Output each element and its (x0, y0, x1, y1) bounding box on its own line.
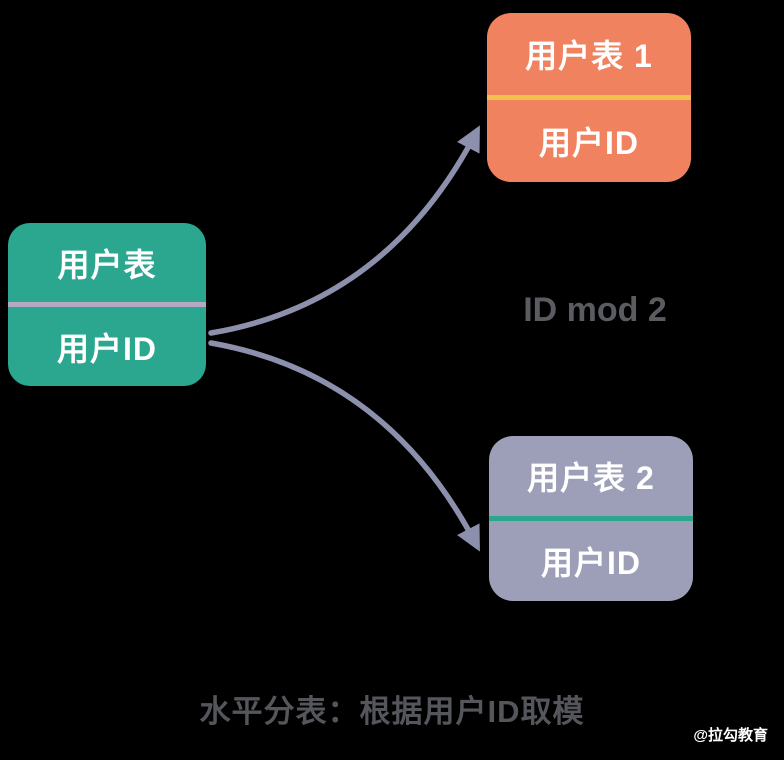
arrow-to-shard1 (208, 125, 480, 336)
shard-table-1-field: 用户ID (538, 125, 639, 161)
shard-table-1-title: 用户表 1 (525, 38, 653, 74)
shard-table-2-field: 用户ID (540, 545, 641, 581)
arrow-to-shard2 (208, 340, 480, 552)
watermark: @拉勾教育 (693, 727, 768, 744)
shard-table-2-title: 用户表 2 (527, 460, 655, 496)
shard-table-1-box: 用户表 1 用户ID (487, 13, 691, 182)
operation-label: ID mod 2 (523, 291, 667, 329)
source-table-title: 用户表 (57, 246, 157, 283)
shard-table-2-divider (489, 516, 693, 521)
shard-table-2-box: 用户表 2 用户ID (489, 436, 693, 601)
source-table-divider (8, 302, 206, 307)
source-table-field: 用户ID (56, 330, 157, 367)
caption: 水平分表：根据用户ID取模 (199, 694, 585, 729)
shard-table-1-divider (487, 95, 691, 100)
source-table-box: 用户表 用户ID (8, 223, 206, 386)
